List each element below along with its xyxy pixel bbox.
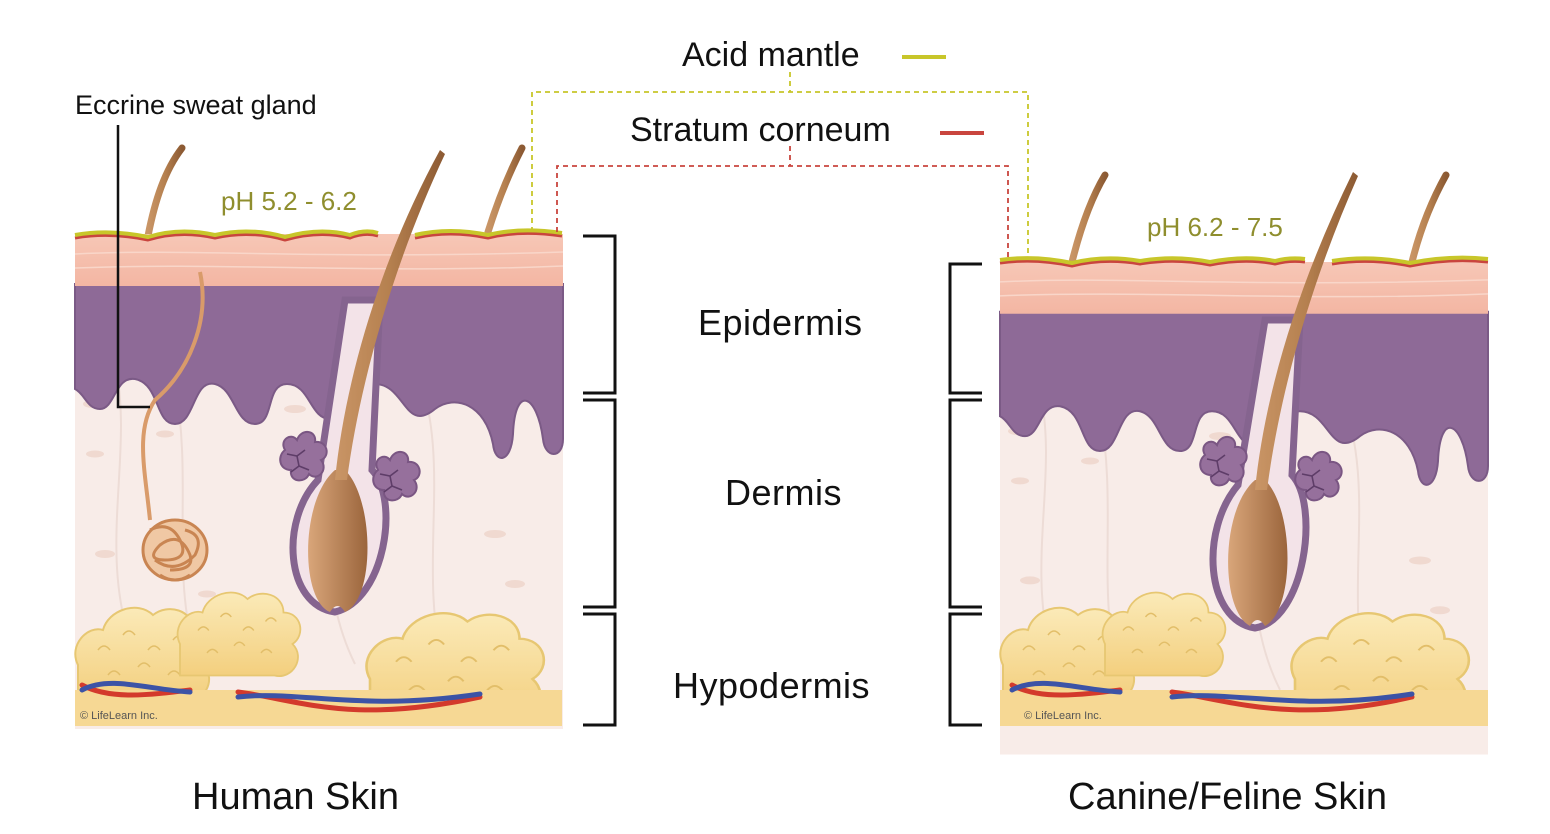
sweat-duct — [141, 271, 205, 521]
stratum-corneum-line — [74, 231, 563, 242]
human-skin-title: Human Skin — [192, 776, 399, 818]
legend-acid-mantle-label: Acid mantle — [682, 36, 860, 74]
layer-brackets — [583, 234, 982, 727]
legend-stratum-corneum-label: Stratum corneum — [630, 111, 891, 149]
eccrine-sweat-gland-label: Eccrine sweat gland — [75, 90, 317, 120]
acid-mantle-line — [999, 255, 1489, 266]
hair-shaft — [1068, 171, 1109, 266]
human-copyright: © LifeLearn Inc. — [80, 710, 158, 722]
hair-shaft — [1408, 171, 1450, 266]
acid-mantle-connector — [531, 72, 1029, 256]
epidermis-label: Epidermis — [698, 302, 863, 343]
hypodermis-label: Hypodermis — [673, 665, 871, 706]
hair-shaft — [335, 150, 445, 480]
hair-shaft — [484, 144, 526, 236]
animal-copyright: © LifeLearn Inc. — [1024, 710, 1102, 722]
dermis-label: Dermis — [725, 472, 842, 513]
hair-shaft — [144, 144, 186, 240]
stratum-corneum-connector — [556, 146, 1009, 258]
human-skin-panel — [74, 125, 564, 730]
acid-mantle-line — [74, 228, 563, 240]
sweat-gland-callout-line — [116, 125, 150, 409]
stratum-corneum-line — [999, 259, 1489, 268]
hair-shaft — [1255, 172, 1358, 490]
hair-bulb — [308, 470, 368, 612]
human-ph-label: pH 5.2 - 6.2 — [221, 186, 357, 216]
hair-bulb — [1228, 480, 1288, 626]
animal-ph-label: pH 6.2 - 7.5 — [1147, 212, 1283, 242]
sweat-gland-coil — [141, 518, 209, 582]
animal-skin-title: Canine/Feline Skin — [1068, 776, 1387, 818]
animal-skin-panel — [999, 171, 1489, 756]
